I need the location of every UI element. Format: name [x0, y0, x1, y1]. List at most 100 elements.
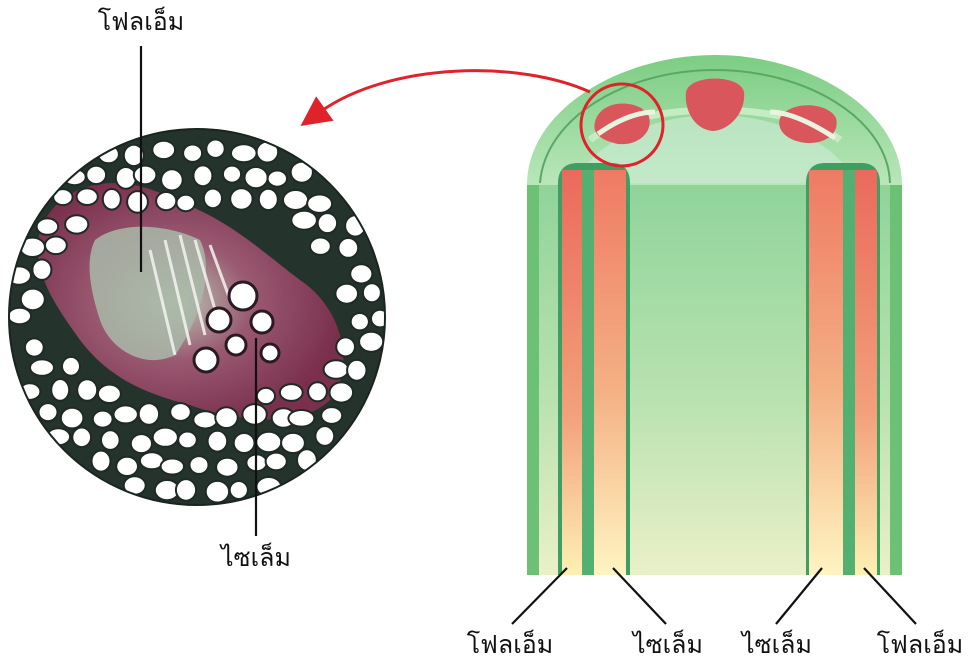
parenchyma-cell [338, 238, 358, 258]
stem-phloem-left-label: โฟลเอ็ม [467, 629, 554, 659]
right-vascular-strand [806, 163, 880, 575]
parenchyma-cell [92, 451, 111, 472]
parenchyma-cell [152, 141, 175, 159]
parenchyma-cell [37, 218, 59, 234]
parenchyma-cell [161, 459, 184, 475]
parenchyma-cell [98, 385, 121, 403]
parenchyma-cell [61, 408, 84, 429]
parenchyma-cell [268, 171, 287, 187]
parenchyma-cell [257, 388, 275, 404]
parenchyma-cell [101, 430, 120, 450]
parenchyma-cell [25, 338, 44, 356]
parenchyma-cell [336, 337, 355, 356]
parenchyma-cell [39, 403, 58, 421]
parenchyma-cell [114, 405, 138, 423]
parenchyma-cell [371, 310, 389, 328]
parenchyma-cell [116, 457, 138, 476]
parenchyma-cell [234, 433, 255, 453]
parenchyma-cell [8, 308, 31, 325]
parenchyma-cell [7, 266, 31, 284]
stem-xylem-right-leader [776, 568, 822, 624]
parenchyma-cell [280, 384, 303, 401]
parenchyma-cell [32, 260, 51, 280]
parenchyma-cell [116, 167, 136, 189]
parenchyma-cell [291, 162, 313, 183]
parenchyma-cell [223, 166, 241, 183]
parenchyma-cell [206, 140, 224, 158]
parenchyma-cell [139, 403, 159, 425]
parenchyma-cell [131, 434, 152, 453]
parenchyma-cell [45, 237, 67, 255]
parenchyma-cell [161, 169, 183, 190]
stem-xylem-right-label: ไซเล็ม [740, 629, 812, 659]
parenchyma-cell [266, 453, 287, 471]
parenchyma-cell [308, 382, 327, 401]
parenchyma-cell [324, 360, 349, 378]
parenchyma-cell [297, 449, 317, 471]
parenchyma-cell [206, 481, 229, 503]
parenchyma-cell [350, 264, 372, 283]
stem-phloem-left-leader [512, 568, 567, 624]
parenchyma-cell [321, 407, 342, 424]
parenchyma-cell [21, 289, 45, 311]
parenchyma-cell [20, 238, 45, 257]
parenchyma-cell [178, 432, 197, 449]
parenchyma-cell [288, 410, 314, 427]
parenchyma-cell [283, 190, 308, 210]
parenchyma-cell [216, 458, 238, 477]
parenchyma-cell [30, 359, 54, 375]
parenchyma-cell [359, 332, 383, 352]
parenchyma-cell [134, 166, 157, 185]
parenchyma-cell [86, 166, 106, 184]
parenchyma-cell [259, 189, 278, 210]
parenchyma-cell [77, 188, 98, 205]
parenchyma-cell [153, 428, 178, 447]
parenchyma-cell [93, 411, 113, 428]
parenchyma-cell [230, 188, 252, 209]
parenchyma-cell [315, 426, 334, 446]
parenchyma-cell [72, 428, 91, 448]
stem-phloem-right-leader [864, 568, 916, 624]
parenchyma-cell [257, 142, 279, 163]
parenchyma-cell [62, 357, 80, 376]
parenchyma-cell [363, 283, 381, 302]
micrograph-cross-section [0, 120, 400, 520]
parenchyma-cell [183, 145, 202, 162]
left-vascular-strand [558, 163, 630, 575]
parenchyma-cell [51, 379, 69, 401]
parenchyma-cell [156, 192, 176, 210]
stem-illustration [527, 55, 902, 575]
parenchyma-cell [208, 431, 228, 452]
parenchyma-cell [103, 189, 121, 210]
parenchyma-cell [230, 481, 248, 499]
parenchyma-cell [193, 165, 212, 186]
parenchyma-cell [242, 404, 266, 425]
parenchyma-cell [170, 403, 191, 421]
parenchyma-cell [335, 284, 358, 304]
parenchyma-cell [176, 479, 196, 501]
parenchyma-cell [204, 189, 222, 209]
stem-xylem-left-label: ไซเล็ม [631, 629, 703, 659]
parenchyma-cell [330, 382, 354, 402]
parenchyma-cell [127, 191, 148, 213]
parenchyma-cell [291, 211, 317, 230]
parenchyma-cell [177, 195, 196, 211]
parenchyma-cell [245, 167, 268, 188]
parenchyma-cell [256, 432, 281, 452]
stem-phloem-right-label: โฟลเอ็ม [877, 629, 964, 659]
parenchyma-cell [310, 238, 331, 255]
magnify-arrow [320, 71, 590, 112]
parenchyma-cell [215, 407, 237, 428]
parenchyma-cell [318, 213, 337, 233]
parenchyma-cell [193, 411, 217, 428]
stem-xylem-left-leader [613, 568, 666, 624]
parenchyma-cell [77, 379, 97, 401]
micro-phloem-label: โฟลเอ็ม [98, 6, 185, 36]
parenchyma-cell [65, 215, 88, 233]
parenchyma-cell [351, 313, 369, 330]
micro-xylem-label: ไซเล็ม [219, 542, 291, 572]
parenchyma-cell [347, 360, 366, 381]
parenchyma-cell [307, 195, 332, 213]
parenchyma-cell [231, 144, 257, 162]
